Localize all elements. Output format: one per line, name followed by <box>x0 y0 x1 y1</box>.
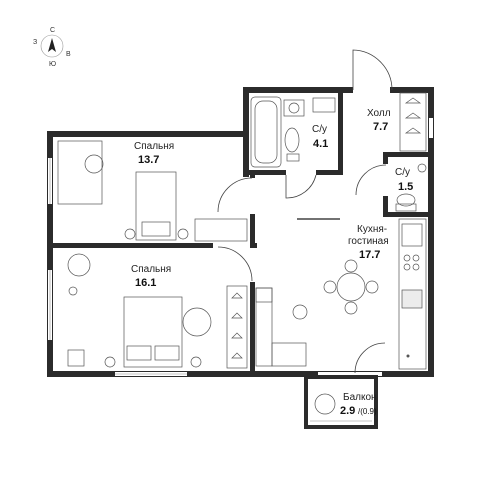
room-name-kitchen-line2: гостиная <box>348 236 389 247</box>
room-name-wc: С/у <box>395 167 410 178</box>
room-name-bathroom: С/у <box>312 124 327 135</box>
door-swings <box>217 164 387 374</box>
bedroom-small-furniture <box>57 140 189 241</box>
room-name-balcony: Балкон <box>343 392 377 403</box>
compass-north: С <box>50 27 55 34</box>
room-bedroom-small: Спальня 13.7 <box>134 141 174 166</box>
bedroom-large-furniture <box>67 253 212 368</box>
room-bedroom-large: Спальня 16.1 <box>131 264 171 289</box>
balcony <box>304 375 378 429</box>
kitchen-fixtures <box>398 218 427 370</box>
room-name-hall: Холл <box>367 108 391 119</box>
room-area-balcony: 2.9 <box>340 405 355 417</box>
room-hall: Холл 7.7 <box>367 108 391 133</box>
wc-fixtures <box>395 163 427 212</box>
bathroom-fixtures <box>250 96 336 168</box>
hall-wardrobe <box>399 92 427 152</box>
walls <box>47 87 434 377</box>
room-area-bedroom-large: 16.1 <box>135 277 156 289</box>
room-name-bedroom-small: Спальня <box>134 141 174 152</box>
room-kitchen-living: Кухня- гостиная 17.7 <box>348 224 389 261</box>
room-name-kitchen-line1: Кухня- <box>357 224 387 235</box>
room-area-bathroom: 4.1 <box>313 138 328 150</box>
compass-south: Ю <box>49 61 56 68</box>
room-area-hall: 7.7 <box>373 121 388 133</box>
room-balcony: Балкон 2.9 /(0.9) <box>340 392 377 417</box>
dining-table <box>323 259 379 315</box>
room-area-bedroom-small: 13.7 <box>138 154 159 166</box>
room-wc: С/у 1.5 <box>395 167 413 193</box>
compass-west: З <box>33 39 37 46</box>
compass-east: В <box>66 51 71 58</box>
compass: С Ю З В <box>33 27 71 68</box>
room-area-kitchen-living: 17.7 <box>359 249 380 261</box>
compass-arrow-icon <box>48 38 56 52</box>
room-name-bedroom-large: Спальня <box>131 264 171 275</box>
room-area-wc: 1.5 <box>398 181 413 193</box>
room-area-balcony-reduced: /(0.9) <box>358 407 377 416</box>
room-bathroom: С/у 4.1 <box>312 124 328 150</box>
sofa <box>255 287 308 367</box>
entrance-door <box>352 49 393 91</box>
closet-hangers <box>194 218 340 369</box>
